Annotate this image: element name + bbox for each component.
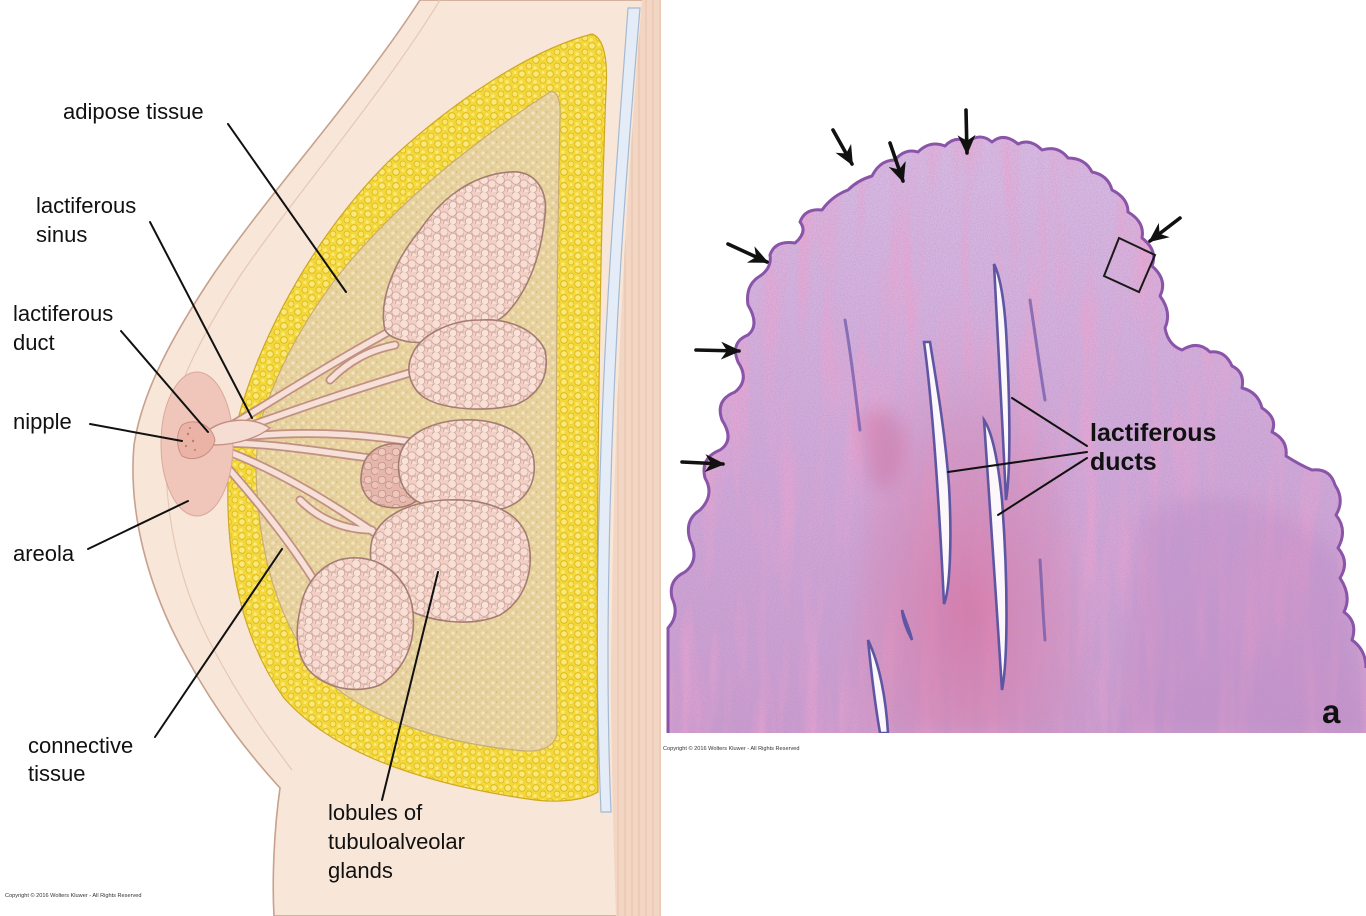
copyright-left: Copyright © 2016 Wolters Kluwer - All Ri… [5,892,141,899]
duct-lumen-1 [922,340,952,605]
left-leader-lines [87,123,439,801]
duct-lumen-4 [866,639,890,733]
leader-adipose-tissue [227,123,347,293]
arrow-3 [957,108,976,155]
duct-lumen-5 [900,609,914,641]
arrow-2 [888,141,906,183]
arrows [680,108,1182,473]
label-connective-tissue-line2: tissue [28,761,85,786]
duct-lumens [866,263,1011,733]
label-connective-tissue-line1: connective [28,733,133,758]
leader-lactiferous-sinus [149,221,253,419]
breast-illustration [132,0,661,916]
chest-wall-muscle [611,0,661,916]
nipple-pores [184,427,196,451]
lobule-middle [397,419,535,513]
label-adipose-tissue: adipose tissue [63,99,204,124]
lobule-upper-middle [408,319,547,410]
label-lobules-line2: tubuloalveolar [328,829,465,854]
leader-areola [87,500,189,550]
leader-lobules [381,571,439,801]
arrow-7 [680,454,725,473]
right-leader-lines [947,397,1088,516]
label-lactiferous-sinus-line1: lactiferous [36,193,136,218]
leader-ducts-lower [997,457,1088,516]
label-lactiferous-duct-line2: duct [13,330,55,355]
arrow-1 [831,128,854,166]
label-lactiferous-duct-line1: lactiferous [13,301,113,326]
label-lobules-line3: glands [328,858,393,883]
duct-purple-streaks [843,298,1047,642]
leader-nipple [89,423,183,442]
arrow-6 [694,341,741,360]
inset-box [1102,236,1157,294]
duct-lumen-2 [992,263,1011,501]
lobules-group [296,171,547,691]
leader-lactiferous-duct [120,330,209,433]
leader-ducts-middle [947,451,1088,473]
copyright-right: Copyright © 2016 Wolters Kluwer - All Ri… [663,745,799,752]
label-lactiferous-sinus-line2: sinus [36,222,87,247]
leader-connective-tissue [154,548,283,738]
arrow-4 [1148,216,1182,243]
label-lactiferous-ducts-line1: lactiferous [1090,419,1216,447]
label-lobules-line1: lobules of [328,800,423,825]
tissue-epithelial-border [666,135,1366,733]
lactiferous-sinus [204,419,272,446]
left-labels: adipose tissue lactiferous sinus lactife… [5,99,465,899]
pectoral-fascia [596,7,641,813]
label-areola: areola [13,541,75,566]
label-nipple: nipple [13,409,72,434]
lobule-bottom [296,557,415,691]
arrow-5 [726,242,769,264]
label-lactiferous-ducts-line2: ducts [1090,448,1157,476]
panel-letter: a [1322,693,1341,730]
leader-ducts-upper [1011,397,1088,447]
